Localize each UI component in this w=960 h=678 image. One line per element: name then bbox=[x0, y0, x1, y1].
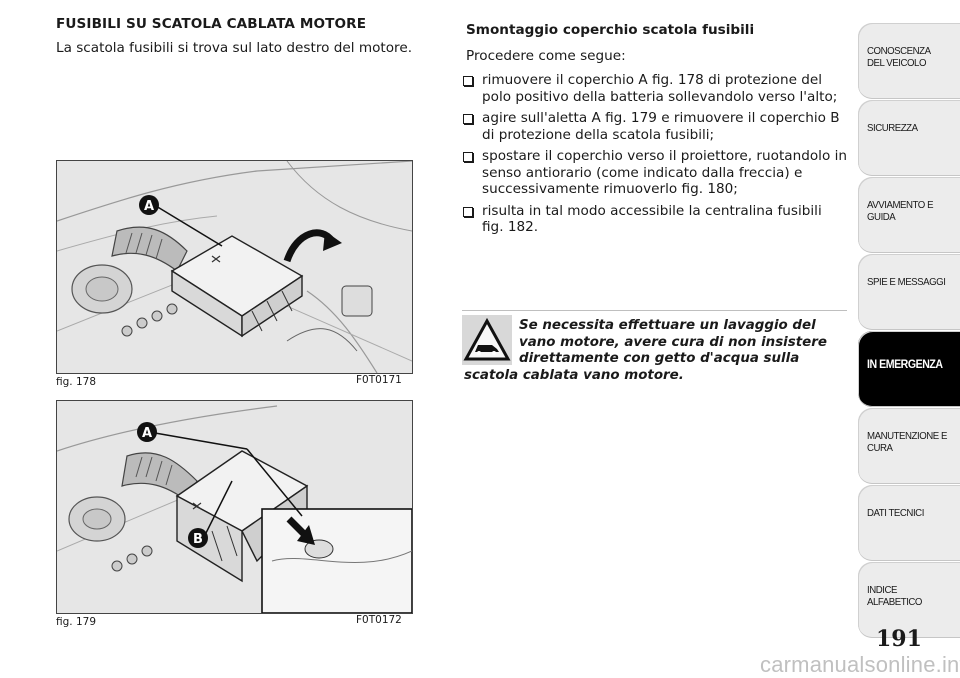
figure-178-image: A bbox=[56, 160, 413, 374]
tab-in-emergenza[interactable]: IN EMERGENZA bbox=[858, 331, 960, 407]
engine-fuse-box-illustration-2: A B bbox=[57, 401, 412, 613]
callout-a: A bbox=[144, 199, 154, 214]
procedure-steps: rimuovere il coperchio A fig. 178 di pro… bbox=[462, 72, 847, 241]
tab-avviamento-e-guida[interactable]: AVVIAMENTO E GUIDA bbox=[858, 177, 960, 253]
section-title: FUSIBILI SU SCATOLA CABLATA MOTORE bbox=[56, 16, 367, 32]
procedure-intro: Procedere come segue: bbox=[466, 48, 626, 64]
tab-manutenzione-e-cura[interactable]: MANUTENZIONE E CURA bbox=[858, 408, 960, 484]
tab-conoscenza-del-veicolo[interactable]: CONOSCENZA DEL VEICOLO bbox=[858, 23, 960, 99]
figure-179-caption: fig. 179 bbox=[56, 616, 96, 628]
checkbox-bullet-icon bbox=[463, 152, 473, 162]
note-divider bbox=[462, 310, 847, 311]
checkbox-bullet-icon bbox=[463, 76, 473, 86]
engine-fuse-box-illustration-1: A bbox=[57, 161, 412, 373]
page-number: 191 bbox=[876, 626, 922, 652]
figure-178-code: F0T0171 bbox=[356, 374, 402, 386]
tab-dati-tecnici[interactable]: DATI TECNICI bbox=[858, 485, 960, 561]
figure-179-image: A B bbox=[56, 400, 413, 614]
warning-text: Se necessita effettuare un lavaggio del … bbox=[464, 318, 827, 383]
callout-b: B bbox=[193, 532, 203, 547]
procedure-title: Smontaggio coperchio scatola fusibili bbox=[466, 22, 755, 38]
tab-sicurezza[interactable]: SICUREZZA bbox=[858, 100, 960, 176]
tab-indice-alfabetico[interactable]: INDICE ALFABETICO bbox=[858, 562, 960, 638]
checkbox-bullet-icon bbox=[463, 206, 473, 217]
figure-179-code: F0T0172 bbox=[356, 614, 402, 626]
tab-spie-e-messaggi[interactable]: SPIE E MESSAGGI bbox=[858, 254, 960, 330]
checkbox-bullet-icon bbox=[463, 114, 473, 124]
section-text: La scatola fusibili si trova sul lato de… bbox=[56, 40, 413, 56]
list-item: spostare il coperchio verso il proiettor… bbox=[462, 148, 847, 198]
list-item: rimuovere il coperchio A fig. 178 di pro… bbox=[462, 72, 847, 105]
list-item: risulta in tal modo accessibile la centr… bbox=[462, 203, 847, 236]
callout-a: A bbox=[142, 426, 152, 441]
chapter-tabs: CONOSCENZA DEL VEICOLO SICUREZZA AVVIAME… bbox=[858, 22, 960, 638]
list-item: agire sull'aletta A fig. 179 e rimuovere… bbox=[462, 110, 847, 143]
watermark: carmanualsonline.info bbox=[760, 652, 960, 677]
warning-car-icon bbox=[462, 315, 512, 365]
figure-178-caption: fig. 178 bbox=[56, 376, 96, 388]
